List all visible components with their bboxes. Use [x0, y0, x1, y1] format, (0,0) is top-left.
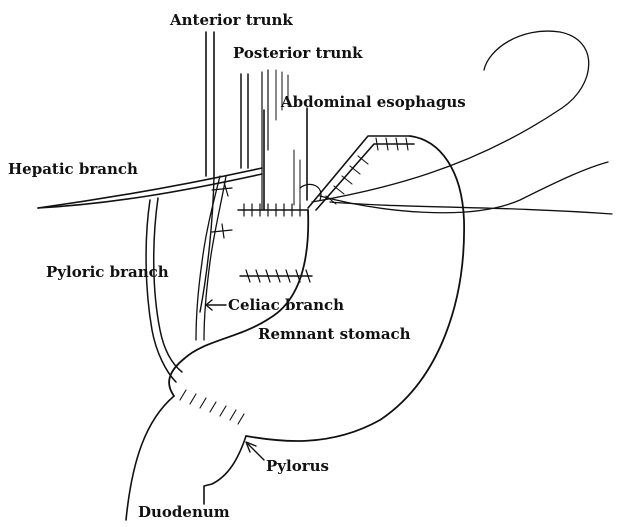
abdominal-esophagus-label: Abdominal esophagus: [281, 95, 466, 110]
label-arrows: [206, 300, 264, 460]
lesser-curvature-staple-line: [238, 204, 312, 282]
posterior-trunk-nerve: [241, 70, 300, 210]
anterior-trunk-nerve: [200, 32, 214, 312]
celiac-branch-nerve: [196, 176, 232, 340]
abdominal-esophagus: [264, 108, 321, 210]
pylorus-duodenum: [126, 390, 246, 520]
remnant-stomach-label: Remnant stomach: [258, 327, 411, 342]
pyloric-branch-label: Pyloric branch: [46, 265, 169, 280]
anterior-trunk-label: Anterior trunk: [170, 13, 293, 28]
hepatic-branch-label: Hepatic branch: [8, 162, 138, 177]
pylorus-label: Pylorus: [266, 459, 329, 474]
posterior-trunk-label: Posterior trunk: [233, 46, 363, 61]
celiac-branch-label: Celiac branch: [228, 298, 344, 313]
pyloric-branch-nerve: [146, 198, 182, 382]
duodenum-label: Duodenum: [138, 505, 230, 520]
fundoplication-stitches: [308, 136, 414, 210]
